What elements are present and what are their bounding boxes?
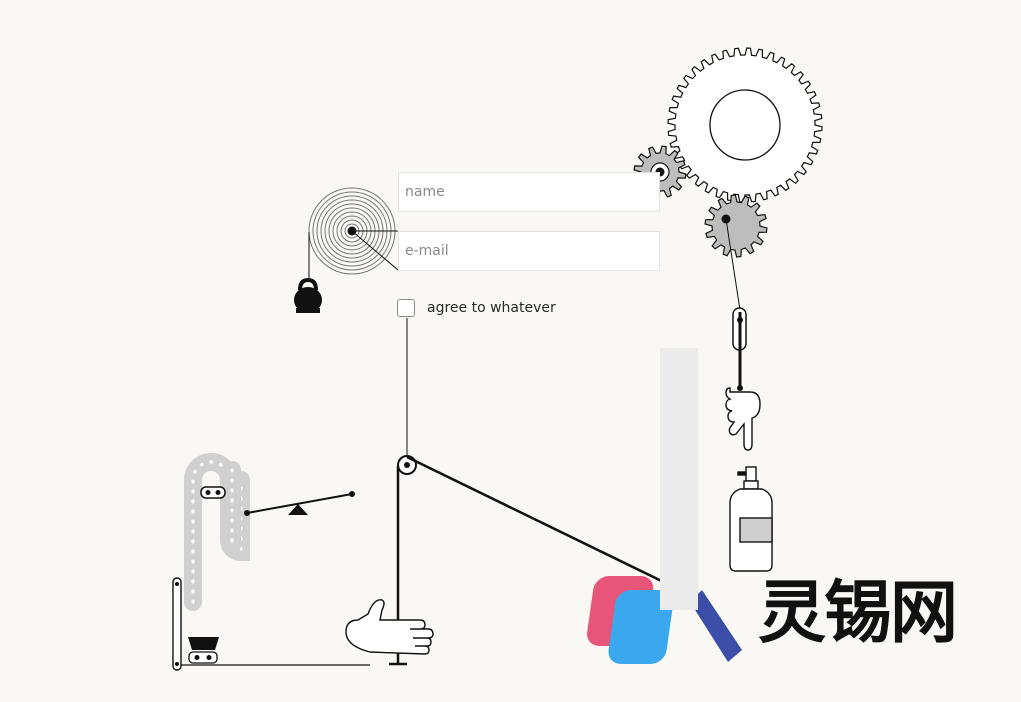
spray-bottle-icon — [729, 466, 773, 572]
name-input[interactable] — [398, 172, 660, 212]
gear-icon — [704, 194, 768, 258]
watermark-text: 灵锡网 — [758, 574, 958, 653]
cart-icon — [188, 637, 219, 664]
agree-checkbox[interactable] — [397, 299, 415, 317]
agree-label: agree to whatever — [427, 300, 556, 316]
seesaw-icon — [244, 491, 355, 516]
scroll-track[interactable] — [660, 348, 698, 610]
gear-teeth — [704, 194, 768, 258]
hand-pointing-icon — [725, 387, 761, 451]
email-input[interactable] — [398, 231, 660, 271]
kettlebell-icon — [294, 277, 322, 313]
watermark-logo-icon — [587, 576, 742, 664]
gear-icon — [667, 47, 823, 203]
conveyor-chain — [184, 453, 250, 611]
gear-teeth — [667, 47, 823, 203]
open-hand-icon — [345, 599, 434, 655]
